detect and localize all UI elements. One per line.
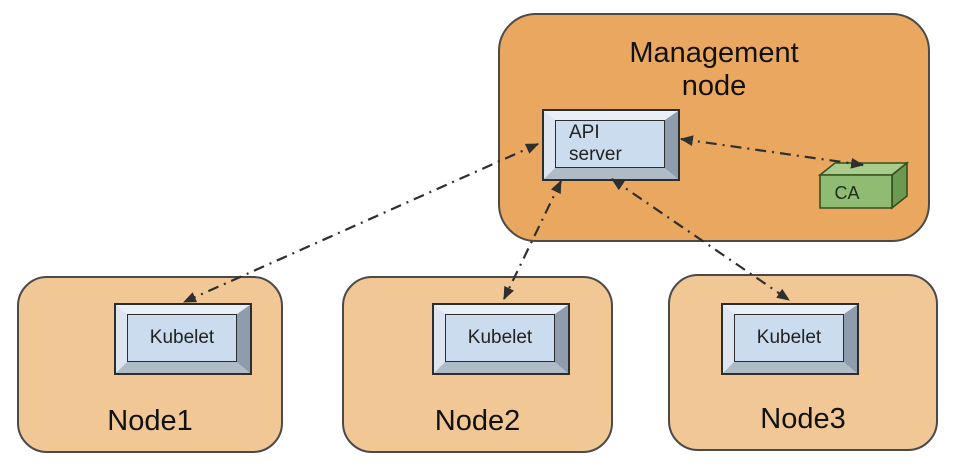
api-server-label-line2: server [569,144,622,165]
kubelet-box-node1-bevel [116,305,250,373]
node1: Kubelet Node1 [17,276,283,453]
node3-label: Node3 [760,403,846,435]
api-server-label: API server [555,120,665,168]
management-node-label: Management node [500,37,928,103]
kubelet-box-node3-bevel [723,305,857,373]
management-node: Management node API server [498,13,930,242]
api-server-box-bevel [544,111,678,179]
kubelet-label-node3: Kubelet [734,314,844,362]
management-node-label-line2: node [681,70,747,103]
kubelet-box-node2: Kubelet [432,303,570,375]
node2: Kubelet Node2 [342,276,613,453]
api-server-label-line1: API [569,122,600,144]
kubelet-box-node1: Kubelet [114,303,252,375]
kubelet-label-node2: Kubelet [445,314,555,362]
kubelet-label-node1: Kubelet [127,314,237,362]
api-server-box: API server [542,109,680,181]
node3: Kubelet Node3 [668,274,938,451]
node1-label: Node1 [107,405,193,437]
kubelet-box-node2-bevel [434,305,568,373]
kubelet-box-node3: Kubelet [721,303,859,375]
node2-label: Node2 [434,405,521,437]
management-node-label-line1: Management [629,37,799,69]
api-server-label-text: API server [569,122,622,166]
